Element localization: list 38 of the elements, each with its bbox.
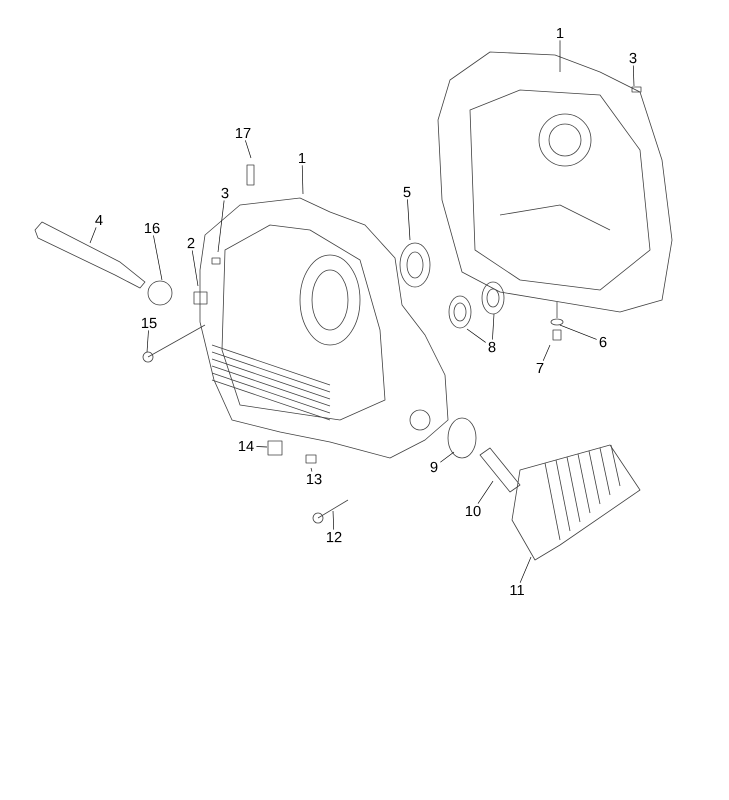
callout-number: 15: [142, 318, 157, 328]
leader-line: [632, 65, 634, 86]
callout-number: 17: [236, 128, 250, 138]
callout-number: 8: [488, 342, 496, 352]
callout-number: 13: [306, 474, 322, 484]
callout-number: 4: [95, 214, 103, 226]
leader-line: [218, 200, 224, 252]
leader-line: [90, 226, 96, 244]
callout-number: 2: [188, 238, 194, 248]
leader-line: [492, 314, 494, 340]
leader-line: [542, 344, 550, 362]
callout-number: 10: [466, 506, 481, 516]
callout-number: 16: [144, 222, 160, 234]
leader-line: [478, 480, 494, 504]
leader-line: [310, 468, 312, 472]
callout-number: 11: [510, 584, 524, 596]
leader-line: [302, 164, 304, 194]
leader-line: [256, 446, 268, 448]
leader-line: [192, 250, 198, 286]
callout-number: 1: [299, 152, 306, 164]
leader-line: [520, 556, 532, 584]
leader-line: [407, 199, 410, 240]
callout-number: 5: [404, 186, 410, 198]
leader-line: [146, 330, 149, 352]
callout-number: 3: [630, 52, 636, 64]
callout-number: 9: [430, 462, 438, 472]
callout-number: 12: [326, 532, 342, 542]
leader-line: [245, 140, 252, 158]
leader-line: [466, 328, 486, 343]
leader-line: [332, 510, 334, 530]
callout-number: 14: [238, 440, 254, 452]
callout-number: 3: [222, 188, 228, 198]
leader-line: [440, 452, 454, 463]
leader-line: [153, 235, 162, 280]
leader-line: [560, 324, 597, 340]
callout-number: 7: [536, 362, 544, 374]
callout-number: 1: [557, 28, 564, 38]
callout-number: 6: [600, 336, 606, 348]
